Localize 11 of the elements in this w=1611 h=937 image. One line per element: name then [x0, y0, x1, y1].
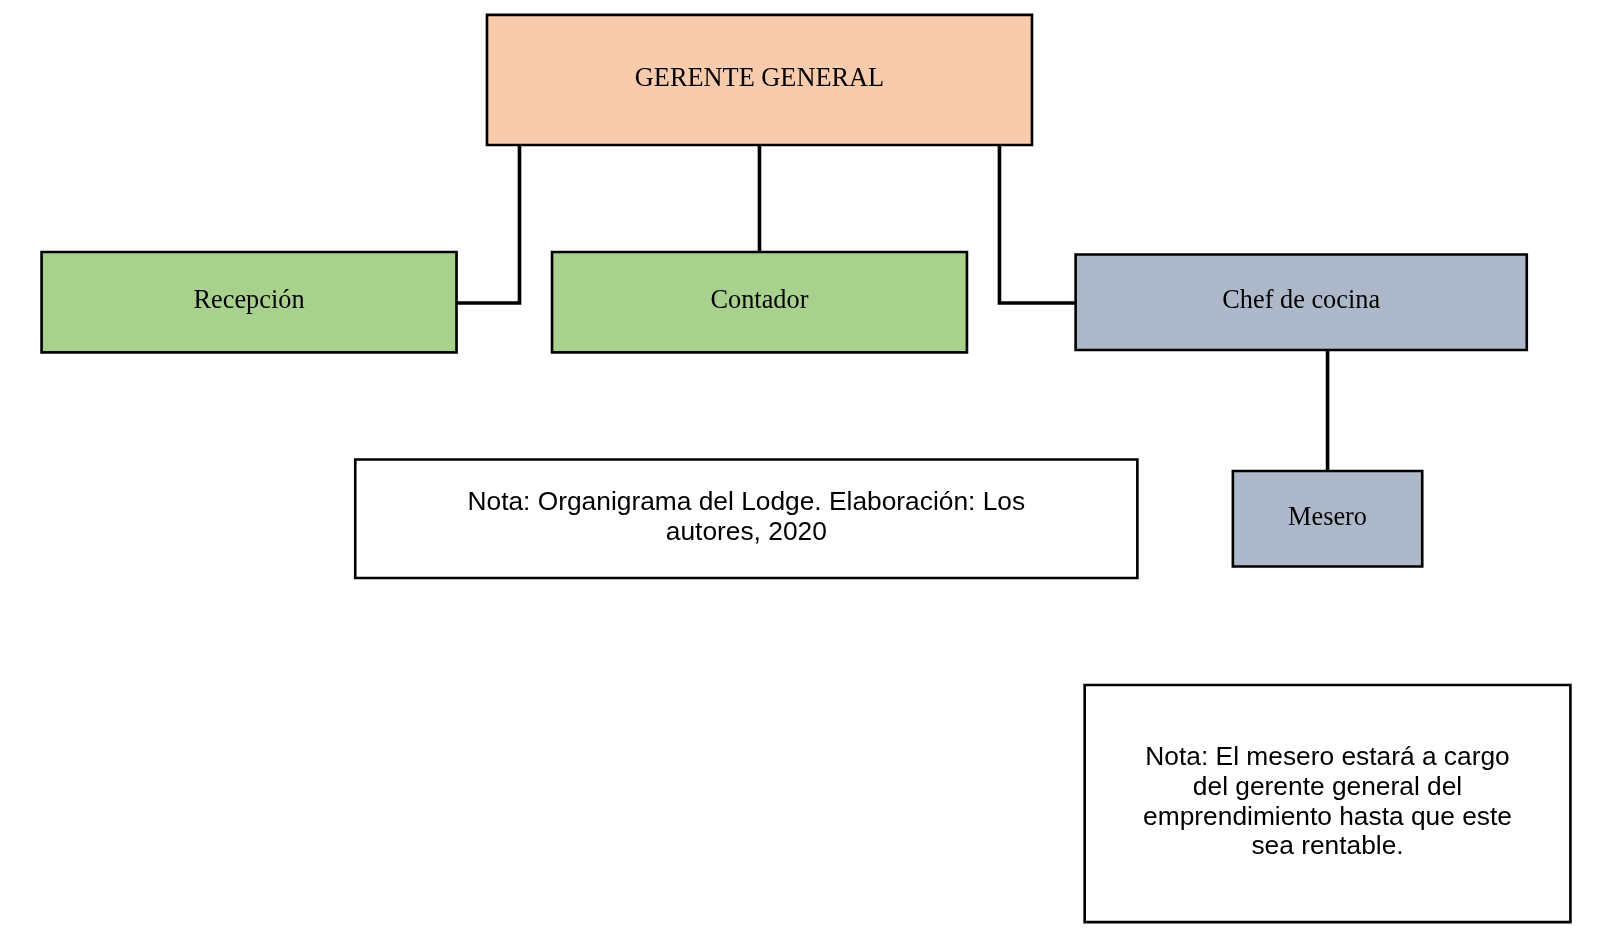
node-box: Recepción	[39, 250, 458, 354]
connector	[456, 145, 521, 305]
node-box: GERENTE GENERAL	[485, 13, 1033, 147]
node-box: Contador	[550, 250, 968, 354]
node-box: Nota: Organigrama del Lodge. Elaboración: Los autores, 2020	[353, 458, 1139, 580]
node-box: Nota: El mesero estará a cargo del gerente general del emprendimiento hasta que este sea rentable.	[1082, 683, 1572, 924]
node-box: Mesero	[1231, 469, 1424, 568]
connector	[757, 145, 761, 252]
connector	[997, 145, 1076, 305]
connector	[1325, 350, 1329, 471]
node-box: Chef de cocina	[1073, 253, 1528, 352]
